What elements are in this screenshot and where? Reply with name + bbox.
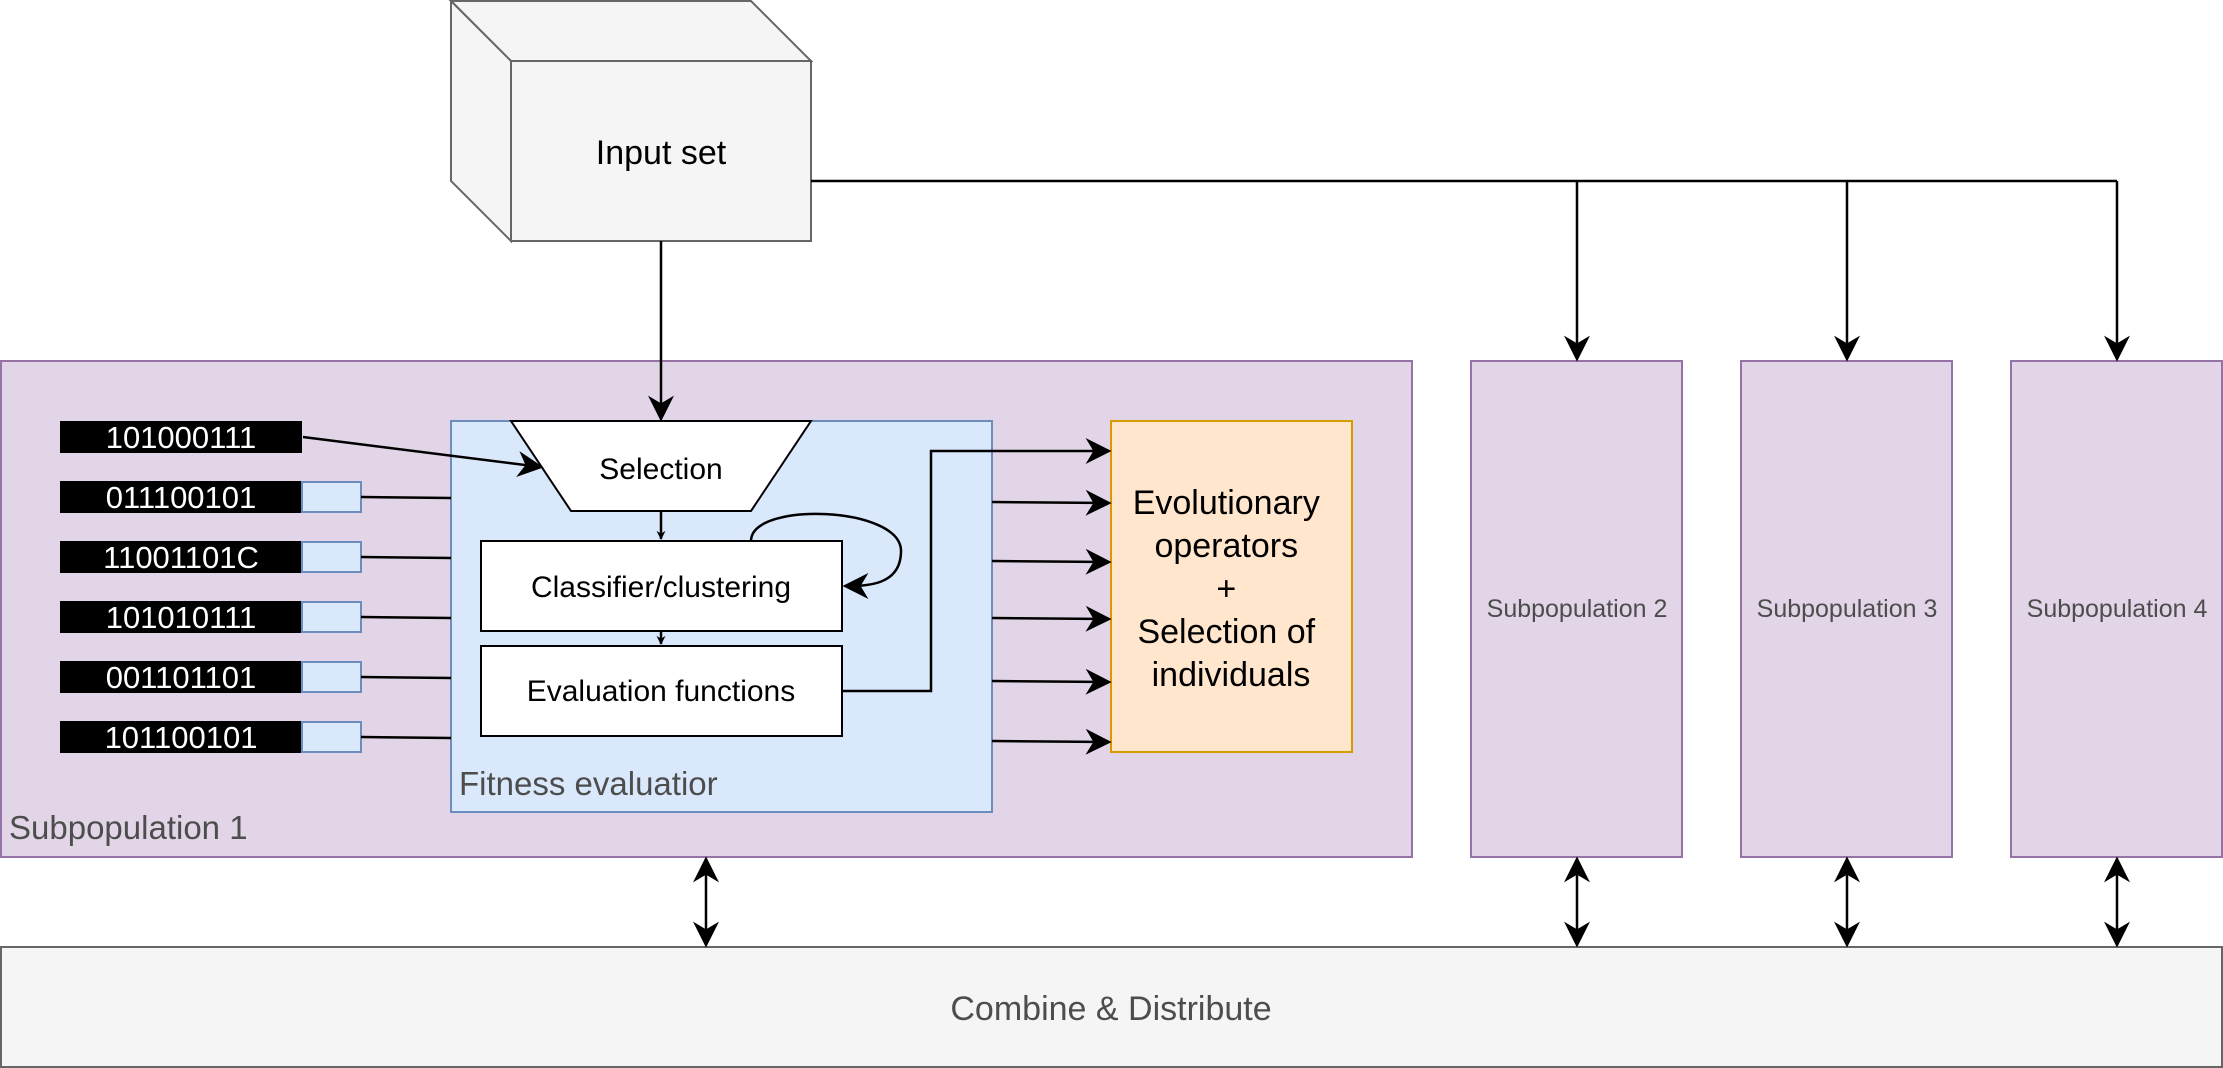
individual-fitness-box	[301, 541, 362, 573]
evaluation-functions-label: Evaluation functions	[527, 675, 796, 708]
evolutionary-operators-text: Evolutionary operators + Selection of in…	[1133, 484, 1330, 694]
individual-genome-bar	[60, 481, 302, 513]
subpopulation-4-label: Subpopulation 4	[2027, 595, 2208, 623]
arrow-individual-to-selection	[302, 435, 544, 477]
individual-genome-bar	[60, 541, 302, 573]
individual-genome: 001101101	[106, 660, 257, 695]
individual-connector	[360, 495, 452, 500]
evaluation-functions-box	[480, 645, 843, 737]
individuals-group: 101000111 011100101 11001101C 101010111 0011…	[60, 420, 452, 755]
individual-genome: 11001101C	[103, 540, 259, 575]
arrow-fitness-to-evo-3	[991, 605, 1112, 632]
subpopulation-4-box	[2010, 360, 2223, 858]
individual-genome: 011100101	[106, 480, 257, 515]
individual-connector	[360, 675, 452, 680]
individual-genome-bar	[60, 601, 302, 633]
individual-fitness-box	[301, 661, 362, 693]
fitness-evaluation-label: Fitness evaluatior	[459, 765, 718, 802]
individual-connector	[360, 735, 452, 740]
individual-fitness-box	[301, 601, 362, 633]
individual-fitness-box	[301, 721, 362, 753]
individual-genome-bar	[60, 421, 302, 453]
evo-line-2: operators	[1154, 527, 1298, 565]
individual-connector	[360, 555, 452, 560]
selection-trapezoid	[509, 420, 813, 512]
classifier-label: Classifier/clustering	[531, 571, 791, 604]
individual-connector	[360, 615, 452, 620]
combine-distribute-box	[0, 946, 2223, 1068]
subpopulation-1-label: Subpopulation 1	[9, 809, 248, 846]
arrow-fitness-to-evo-1	[991, 489, 1112, 516]
subpopulation-3-label: Subpopulation 3	[1757, 595, 1938, 623]
arrow-fitness-to-evo-4	[991, 668, 1112, 695]
arrow-fitness-to-evo-5	[991, 728, 1112, 755]
individual-genome-bar	[60, 721, 302, 753]
evo-line-3: +	[1216, 570, 1236, 608]
evo-line-5: individuals	[1152, 656, 1311, 694]
individual-genome: 101010111	[106, 600, 257, 635]
connectors	[302, 179, 2130, 948]
subpopulation-2-label: Subpopulation 2	[1487, 595, 1668, 623]
individual-genome: 101000111	[106, 420, 257, 455]
individual-genome-bar	[60, 661, 302, 693]
input-set-label: Input set	[596, 134, 727, 172]
classifier-box	[480, 540, 843, 632]
evo-line-1: Evolutionary	[1133, 484, 1320, 522]
arrow-fitness-to-evo-2	[991, 548, 1112, 575]
subpopulation-2-box	[1470, 360, 1683, 858]
individual-genome: 101100101	[105, 720, 258, 755]
arrow-evaluation-to-evo	[842, 438, 1112, 693]
selection-label: Selection	[599, 453, 722, 486]
individual-fitness-box	[301, 481, 362, 513]
evo-line-4: Selection of	[1137, 613, 1315, 651]
combine-distribute-label: Combine & Distribute	[950, 990, 1271, 1028]
evolutionary-operators-box	[1110, 420, 1353, 753]
arrow-classifier-loop	[749, 512, 903, 599]
input-set-cube	[448, 0, 814, 244]
